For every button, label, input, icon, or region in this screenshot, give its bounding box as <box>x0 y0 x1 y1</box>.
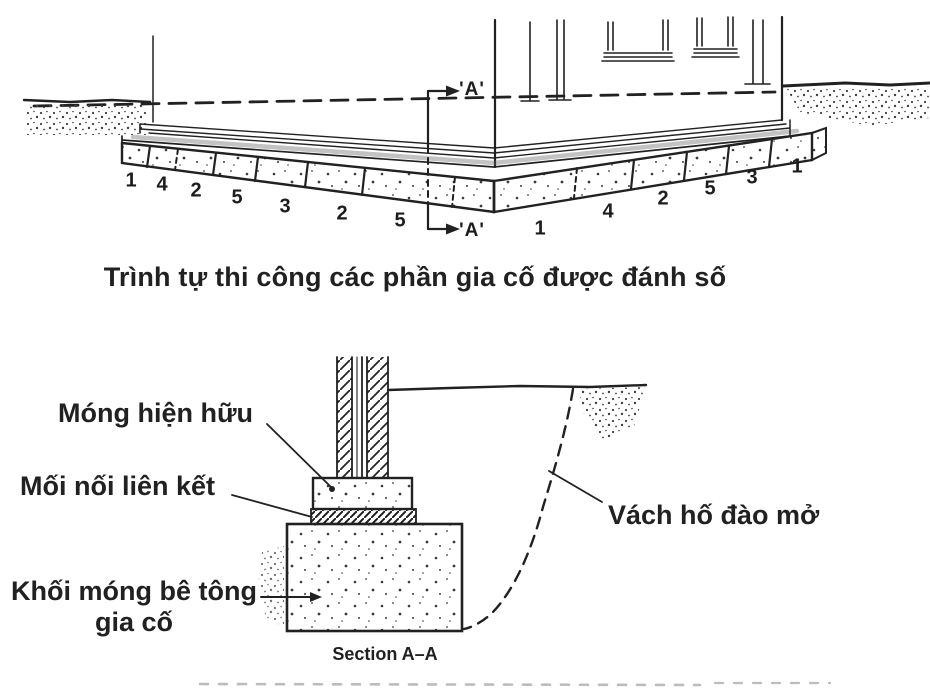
plan-perspective-drawing <box>22 15 930 235</box>
pilaster-line-1 <box>520 21 540 102</box>
leader-excavation-wall <box>548 470 603 503</box>
cropped-caption-remnant <box>198 681 832 687</box>
section-marker-a-top: 'A' <box>459 79 485 100</box>
existing-footing <box>311 476 414 511</box>
section-marker-a-bottom: 'A' <box>459 220 485 241</box>
underpinning-concrete-block <box>285 522 464 633</box>
soil-stipple-left <box>25 104 147 135</box>
block-number: 4 <box>602 200 614 223</box>
grade-dashed-line <box>32 90 777 108</box>
ground-line-right <box>781 81 930 88</box>
block-number: 5 <box>704 177 716 200</box>
soil-stipple-right <box>786 86 930 126</box>
label-underpinning-block-line2: gia cố <box>94 607 174 638</box>
label-underpinning-block: Khối móng bê tông gia cố <box>6 576 262 639</box>
existing-wall <box>336 356 389 479</box>
section-arrow-bottom <box>446 223 460 235</box>
section-caption: Section A–A <box>332 644 438 664</box>
block-number: 1 <box>791 155 803 178</box>
plinth-courses <box>121 119 801 168</box>
section-arrow-top <box>446 85 460 97</box>
block-number: 5 <box>231 186 243 209</box>
section-cut-line <box>426 85 460 235</box>
label-underpinning-block-line1: Khối móng bê tông <box>11 576 257 606</box>
label-existing-foundation: Móng hiện hữu <box>58 398 254 428</box>
connection-joint-hatch <box>310 508 417 525</box>
window-opening-2 <box>691 16 740 58</box>
ground-line-section <box>386 383 648 392</box>
leader-existing-foundation <box>266 423 333 489</box>
top-view-caption: Trình tự thi công các phần gia cố được đ… <box>103 262 727 292</box>
block-number: 5 <box>394 209 406 232</box>
block-number: 2 <box>190 179 202 202</box>
label-excavation-wall: Vách hố đào mở <box>608 500 820 530</box>
section-aa-drawing <box>198 356 832 687</box>
soil-stipple-section <box>578 387 646 441</box>
block-number: 2 <box>336 202 348 225</box>
window-opening-1 <box>601 19 675 62</box>
block-number: 2 <box>657 187 669 210</box>
block-number: 3 <box>746 166 758 189</box>
excavation-dashed-curve <box>462 387 575 631</box>
block-number: 3 <box>279 195 291 218</box>
ground-line-left <box>22 98 152 104</box>
underpinning-blocks-right <box>492 126 827 214</box>
block-number: 1 <box>534 217 546 240</box>
leader-connection-joint <box>231 494 313 518</box>
pilaster-line-2 <box>548 19 572 101</box>
loose-soil-scatter <box>258 546 284 627</box>
block-number: 1 <box>125 169 137 192</box>
label-connection-joint: Mối nối liên kết <box>20 471 216 501</box>
block-number: 4 <box>156 173 168 196</box>
pilaster-line-3 <box>744 19 771 85</box>
leader-lines <box>231 423 603 602</box>
